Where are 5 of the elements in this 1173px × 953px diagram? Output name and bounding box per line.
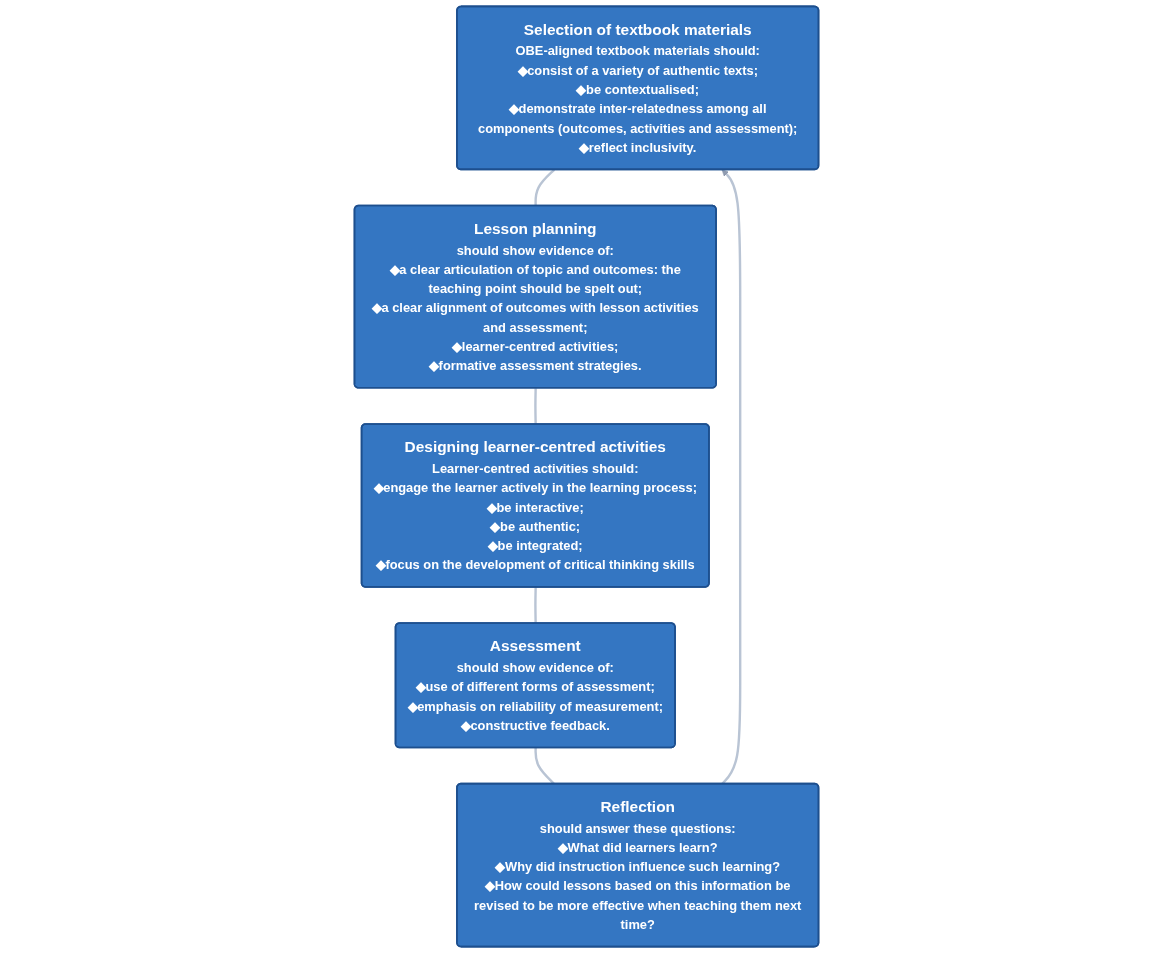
connector — [534, 168, 556, 206]
connector — [534, 388, 537, 425]
arrow — [721, 169, 742, 785]
connector — [534, 587, 537, 624]
connector — [534, 747, 556, 785]
